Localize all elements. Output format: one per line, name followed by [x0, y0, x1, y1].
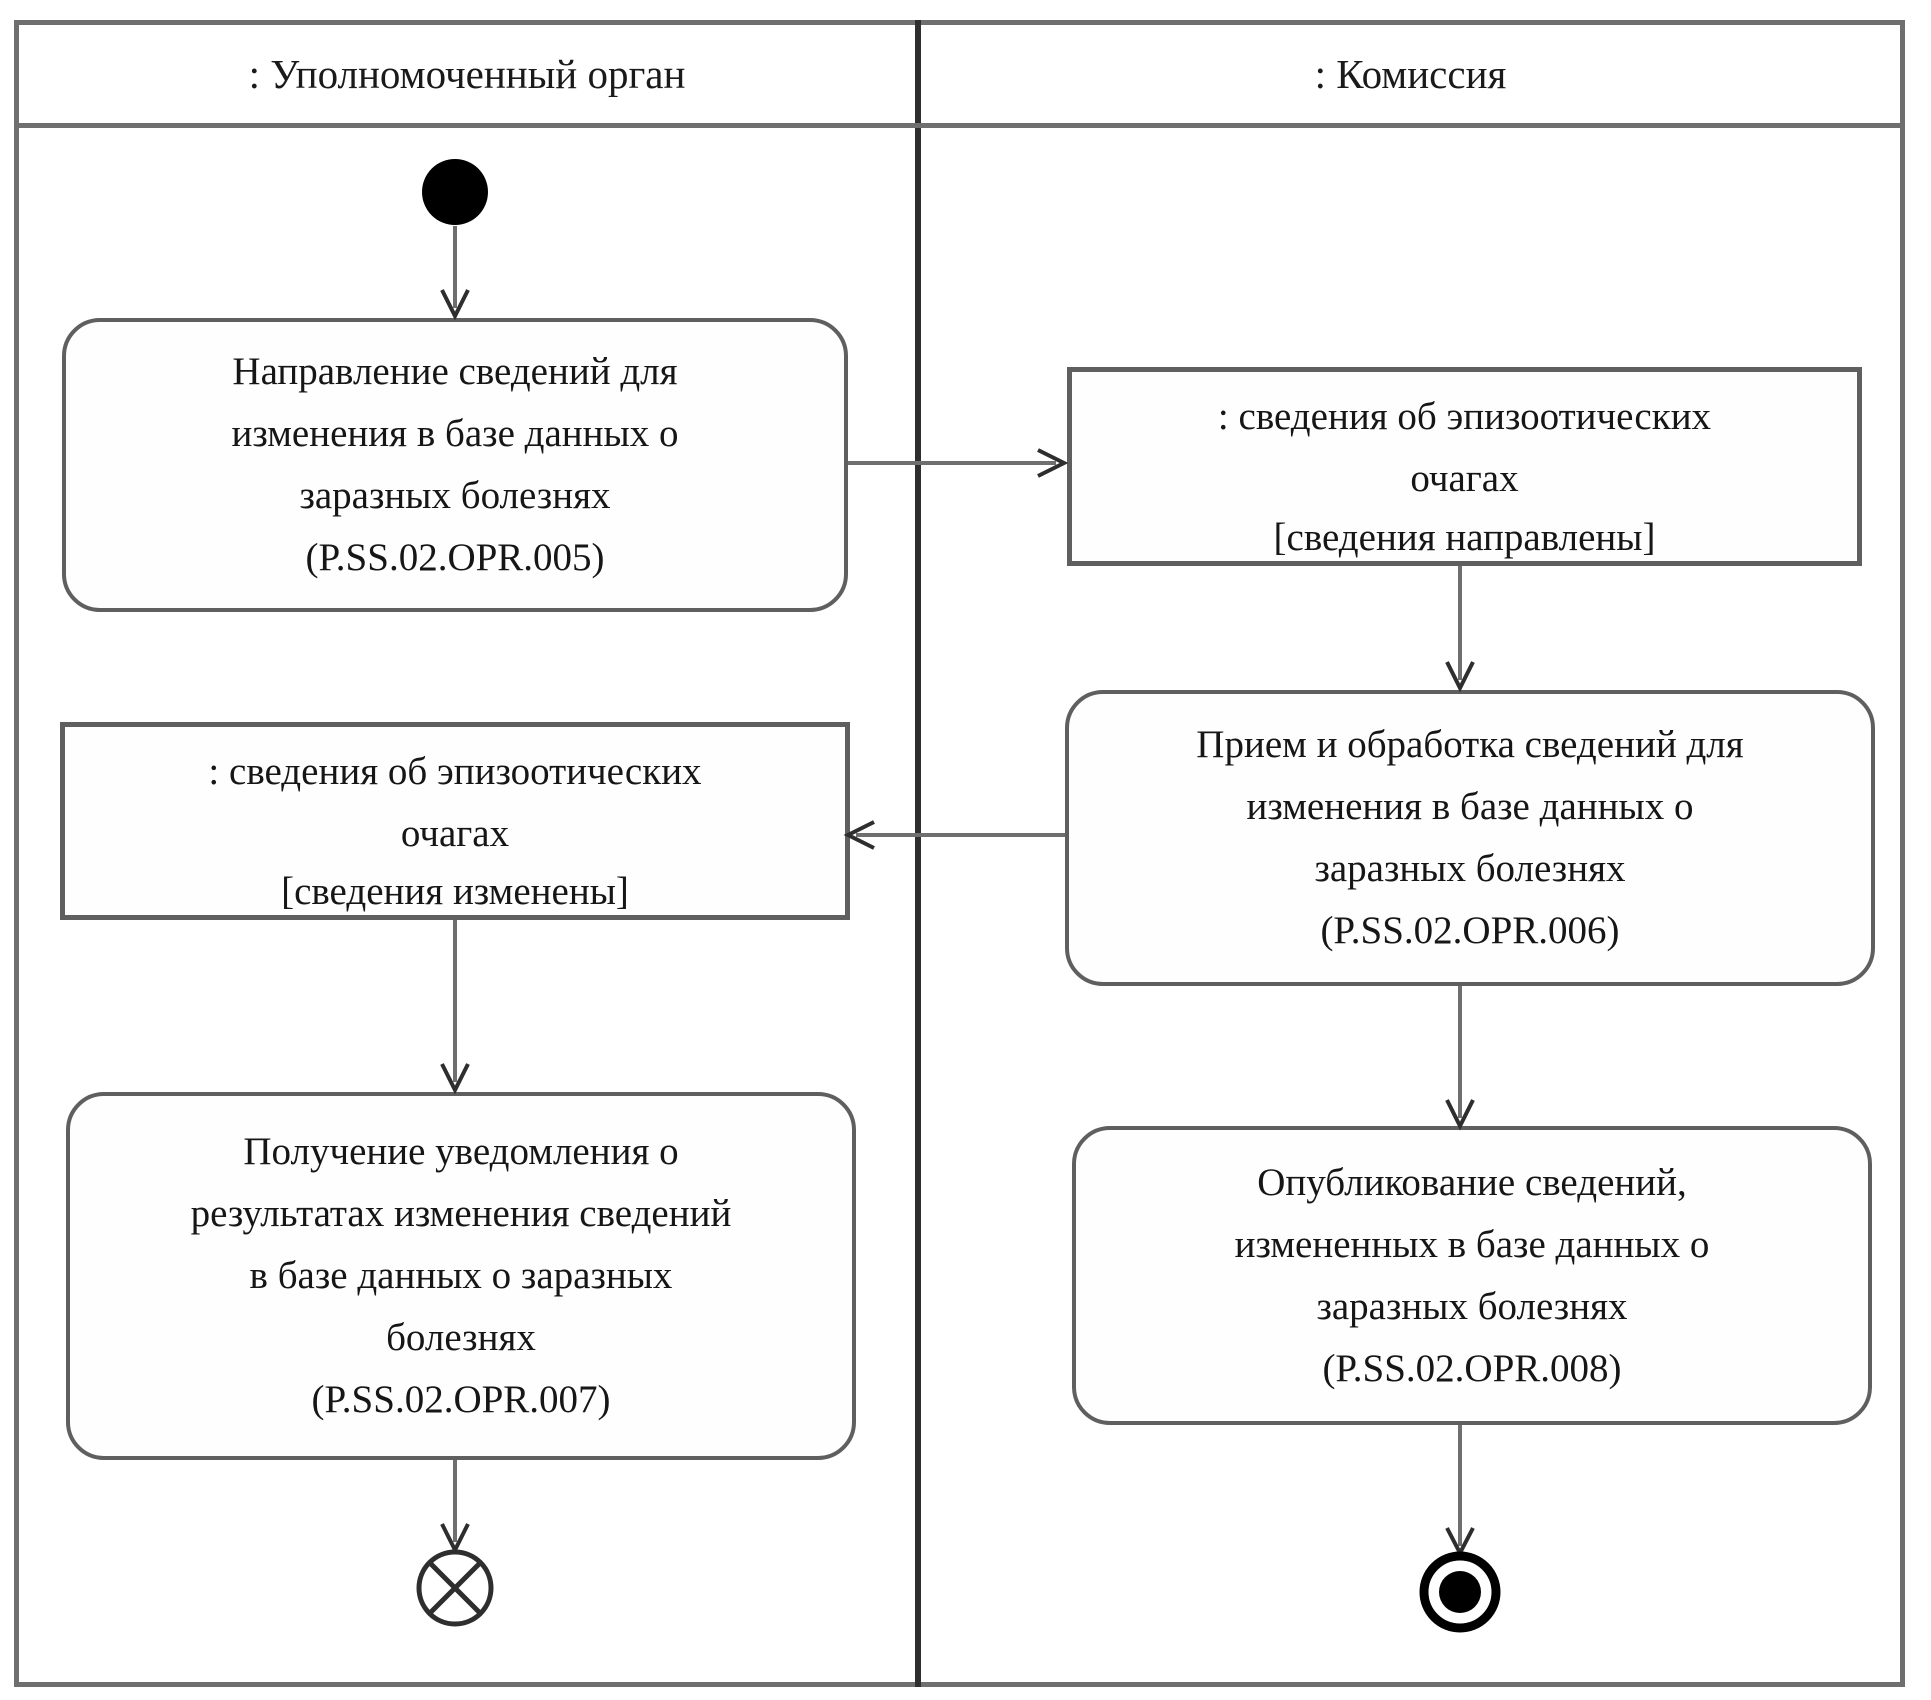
lane-header-separator — [14, 123, 1905, 128]
activity-receive-process-006: Прием и обработка сведений для изменения… — [1065, 690, 1875, 986]
object-epizootic-foci-changed-guard: [сведения изменены] — [281, 870, 629, 913]
lane-title-authorized-body: : Уполномоченный орган — [248, 51, 686, 97]
activity-publish-008-label: Опубликование сведений, измененных в баз… — [1234, 1160, 1710, 1390]
activity-publish-008: Опубликование сведений, измененных в баз… — [1072, 1126, 1872, 1425]
activity-get-notification-007-label: Получение уведомления о результатах изме… — [190, 1130, 732, 1421]
lane-title-commission: : Комиссия — [1314, 51, 1507, 97]
object-epizootic-foci-sent-guard: [сведения направлены] — [1273, 516, 1656, 559]
object-epizootic-foci-sent: : сведения об эпизоотических очагах [све… — [1067, 367, 1862, 566]
activity-send-data-005: Направление сведений для изменения в баз… — [62, 318, 848, 612]
swimlane-divider — [915, 20, 921, 1687]
activity-receive-process-006-label: Прием и обработка сведений для изменения… — [1196, 723, 1744, 952]
object-epizootic-foci-sent-name: : сведения об эпизоотических очагах — [1217, 395, 1712, 500]
activity-send-data-005-label: Направление сведений для изменения в баз… — [231, 350, 679, 579]
object-epizootic-foci-changed: : сведения об эпизоотических очагах [све… — [60, 722, 850, 920]
activity-get-notification-007: Получение уведомления о результатах изме… — [66, 1092, 856, 1460]
object-epizootic-foci-changed-name: : сведения об эпизоотических очагах — [208, 750, 702, 855]
